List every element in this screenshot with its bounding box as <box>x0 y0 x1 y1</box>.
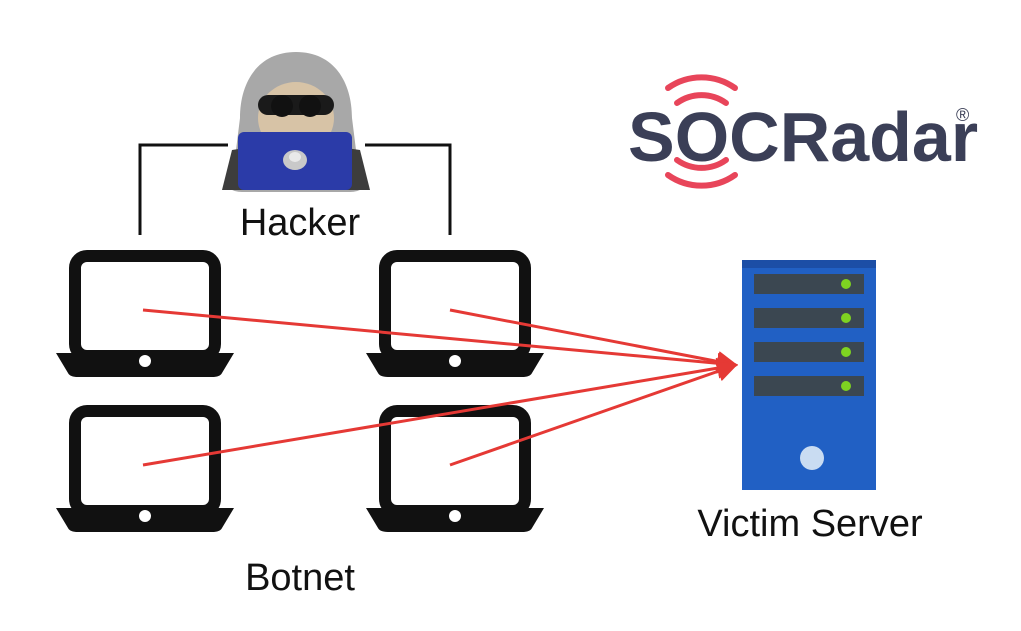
attack-line-3 <box>142 357 739 467</box>
socradar-logo: SOCRadar ® <box>628 74 978 189</box>
hacker-label: Hacker <box>240 202 361 244</box>
radar-icon <box>665 74 738 189</box>
attack-lines <box>142 308 739 467</box>
bot-laptop-icon-2 <box>366 256 544 377</box>
hacker-node: Hacker <box>222 52 370 244</box>
bot-laptop-icon-3 <box>56 411 234 532</box>
attack-line-1 <box>142 308 739 374</box>
control-link-right <box>365 143 452 235</box>
attack-line-2 <box>449 308 739 372</box>
server-icon <box>742 260 876 490</box>
control-link-left <box>138 143 228 235</box>
registered-mark: ® <box>956 105 969 125</box>
control-links <box>138 143 452 235</box>
botnet-label: Botnet <box>245 557 355 599</box>
victim-node: Victim Server <box>697 260 923 545</box>
hacker-icon <box>222 52 370 192</box>
victim-label: Victim Server <box>697 503 923 545</box>
botnet-node: Botnet <box>56 256 544 599</box>
attack-line-4 <box>449 361 738 467</box>
brand-name: SOCRadar <box>628 98 978 176</box>
bot-laptop-icon-4 <box>366 411 544 532</box>
